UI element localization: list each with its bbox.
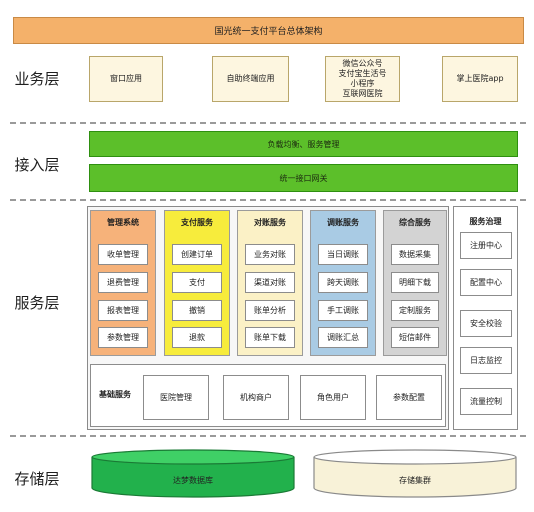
column-item: 调账汇总 xyxy=(318,327,368,348)
column-title: 管理系统 xyxy=(107,217,139,227)
database-cylinder-icon xyxy=(91,449,295,498)
governance-panel: 服务治理 注册中心 配置中心 安全校验 日志监控 流量控制 xyxy=(453,206,518,430)
column-item: 参数管理 xyxy=(98,327,148,348)
column-item: 跨天调账 xyxy=(318,272,368,293)
layer-divider xyxy=(10,435,526,437)
base-service-item: 角色用户 xyxy=(300,375,366,420)
column-item: 创建订单 xyxy=(172,244,222,265)
column-item: 明细下载 xyxy=(391,272,439,293)
column-item: 账单下载 xyxy=(245,327,295,348)
service-column-reconciliation: 对账服务 业务对账 渠道对账 账单分析 账单下载 xyxy=(237,210,303,356)
base-services-panel: 基础服务 医院管理 机构商户 角色用户 参数配置 xyxy=(90,364,446,427)
layer-divider xyxy=(10,199,526,201)
service-column-payment: 支付服务 创建订单 支付 撤销 退款 xyxy=(164,210,230,356)
column-item: 撤销 xyxy=(172,300,222,321)
governance-item: 注册中心 xyxy=(460,232,512,259)
column-item: 账单分析 xyxy=(245,300,295,321)
column-item: 当日调账 xyxy=(318,244,368,265)
column-title: 调账服务 xyxy=(327,217,359,227)
column-item: 支付 xyxy=(172,272,222,293)
layer-label-business: 业务层 xyxy=(14,69,60,88)
column-item: 短信邮件 xyxy=(391,327,439,348)
column-item: 退款 xyxy=(172,327,222,348)
service-column-integrated: 综合服务 数据采集 明细下载 定制服务 短信邮件 xyxy=(383,210,447,356)
column-item: 报表管理 xyxy=(98,300,148,321)
app-mobile: 掌上医院app xyxy=(442,56,518,102)
app-self-service: 自助终端应用 xyxy=(212,56,289,102)
app-wechat-alipay: 微信公众号 支付宝生活号 小程序 互联网医院 xyxy=(325,56,400,102)
layer-label-storage: 存储层 xyxy=(14,469,60,488)
column-item: 手工调账 xyxy=(318,300,368,321)
column-item: 业务对账 xyxy=(245,244,295,265)
app-window: 窗口应用 xyxy=(89,56,163,102)
column-item: 退费管理 xyxy=(98,272,148,293)
service-column-adjustment: 调账服务 当日调账 跨天调账 手工调账 调账汇总 xyxy=(310,210,376,356)
governance-item: 日志监控 xyxy=(460,347,512,374)
governance-item: 安全校验 xyxy=(460,310,512,337)
column-item: 数据采集 xyxy=(391,244,439,265)
column-item: 渠道对账 xyxy=(245,272,295,293)
governance-item: 流量控制 xyxy=(460,388,512,415)
governance-title: 服务治理 xyxy=(469,216,502,226)
layer-label-service: 服务层 xyxy=(14,293,60,312)
base-services-label: 基础服务 xyxy=(99,389,131,399)
storage-cluster-label: 存储集群 xyxy=(399,475,431,485)
layer-label-access: 接入层 xyxy=(14,155,60,174)
column-item: 定制服务 xyxy=(391,300,439,321)
layer-divider xyxy=(10,122,526,124)
column-title: 对账服务 xyxy=(254,217,286,227)
governance-item: 配置中心 xyxy=(460,269,512,296)
column-item: 收单管理 xyxy=(98,244,148,265)
access-gateway: 统一接口网关 xyxy=(89,164,518,192)
column-title: 支付服务 xyxy=(181,217,213,227)
base-service-item: 医院管理 xyxy=(143,375,209,420)
column-title: 综合服务 xyxy=(399,217,431,227)
diagram-title: 国光统一支付平台总体架构 xyxy=(13,17,524,44)
access-load-balancing: 负载均衡、服务管理 xyxy=(89,131,518,157)
storage-cluster-cylinder-icon xyxy=(313,449,517,498)
base-service-item: 参数配置 xyxy=(376,375,442,420)
service-column-management: 管理系统 收单管理 退费管理 报表管理 参数管理 xyxy=(90,210,156,356)
base-service-item: 机构商户 xyxy=(223,375,289,420)
storage-database-label: 达梦数据库 xyxy=(173,475,213,485)
